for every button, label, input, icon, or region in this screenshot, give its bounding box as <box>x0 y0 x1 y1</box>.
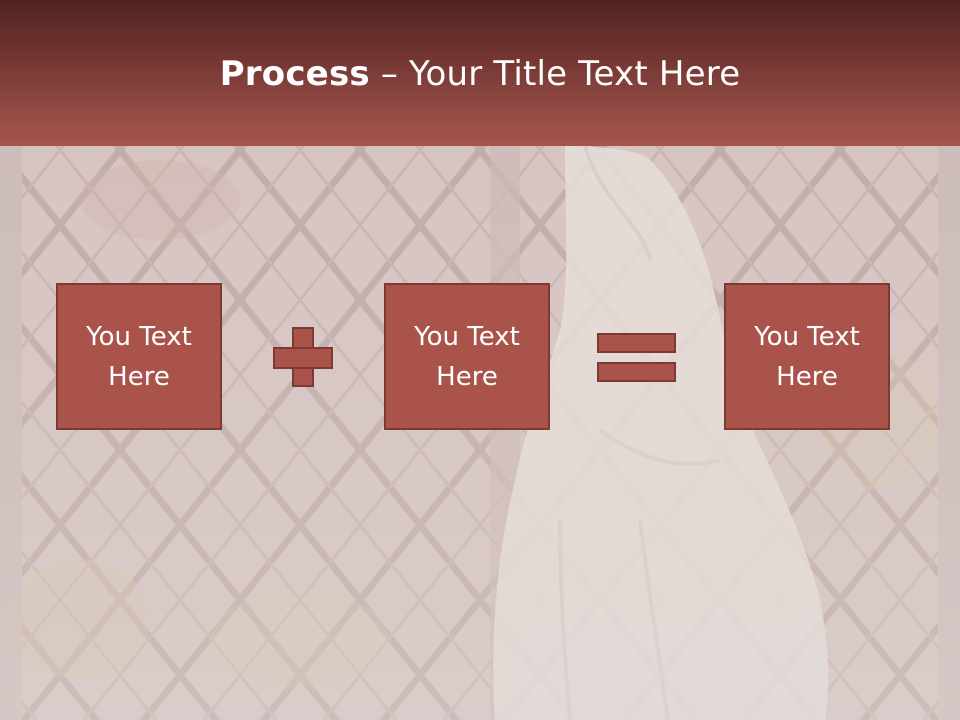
box-1-line-1: You Text <box>86 321 192 352</box>
slide-title[interactable]: Process – Your Title Text Here <box>0 52 960 96</box>
equals-icon-bar <box>597 362 676 382</box>
box-2-line-1: You Text <box>414 321 520 352</box>
box-3-line-1: You Text <box>754 321 860 352</box>
title-bold: Process <box>219 54 370 94</box>
box-3-line-2: Here <box>776 361 838 392</box>
title-bar: Process – Your Title Text Here <box>0 0 960 146</box>
box-1-line-2: Here <box>108 361 170 392</box>
title-rest: – Your Title Text Here <box>369 54 741 94</box>
equals-icon[interactable] <box>597 333 676 353</box>
plus-icon-center <box>294 349 312 367</box>
box-2-line-2: Here <box>436 361 498 392</box>
